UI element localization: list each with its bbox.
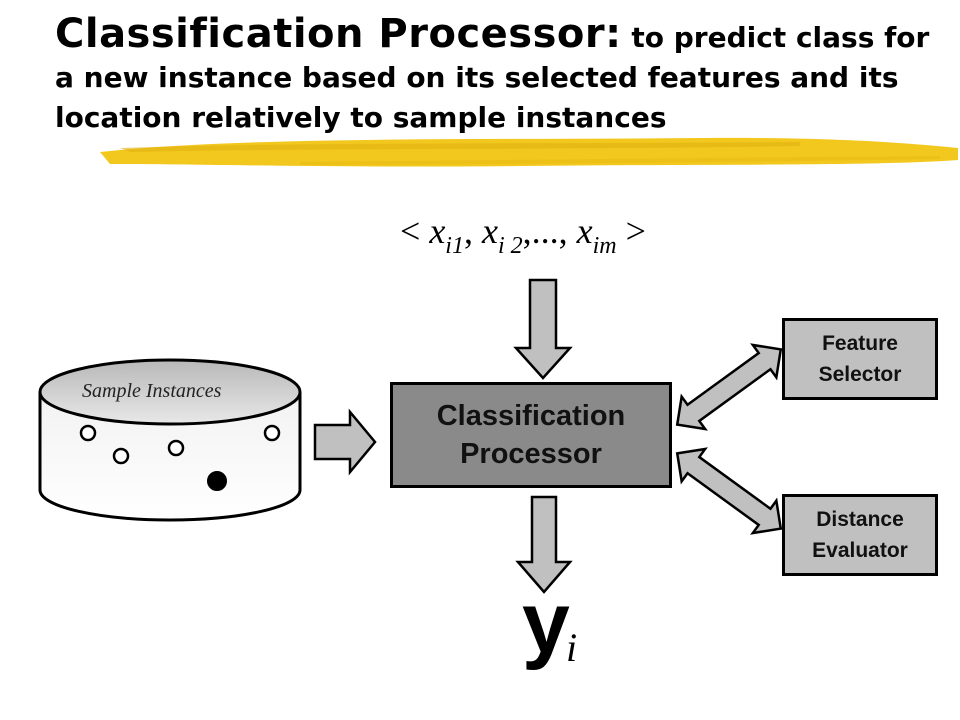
arrow-database-to-processor — [313, 408, 377, 476]
vector-xm-subscript: im — [592, 233, 617, 259]
title-main: Classification Processor: — [55, 11, 622, 57]
feature-selector-line1: Feature — [822, 332, 898, 355]
double-arrow-distance-evaluator — [675, 447, 783, 535]
sample-point — [112, 447, 130, 465]
vector-x2-subscript: i 2 — [497, 233, 523, 259]
vector-xm: x — [576, 211, 593, 251]
vector-x2: x — [481, 211, 498, 251]
feature-selector-box: Feature Selector — [782, 318, 938, 400]
sample-point — [167, 439, 185, 457]
output-class-subscript: i — [566, 625, 578, 670]
distance-evaluator-line2: Evaluator — [812, 539, 908, 562]
vector-comma: , — [463, 211, 482, 251]
vector-x1-subscript: i1 — [445, 233, 464, 259]
feature-selector-line2: Selector — [818, 363, 902, 386]
distance-evaluator-line1: Distance — [816, 508, 904, 531]
vector-x1: x — [429, 211, 446, 251]
arrow-input-to-processor — [513, 278, 573, 380]
sample-instances-database — [38, 358, 302, 522]
database-label: Sample Instances — [82, 380, 222, 402]
distance-evaluator-box: Distance Evaluator — [782, 494, 938, 576]
title-rest: to predict class for a new instance base… — [55, 21, 930, 134]
vector-open-bracket: < — [400, 211, 421, 251]
arrow-processor-to-output — [515, 495, 573, 594]
slide-title: Classification Processor: to predict cla… — [55, 14, 950, 138]
vector-close-bracket: > — [625, 211, 646, 251]
double-arrow-feature-selector — [675, 343, 783, 431]
highlight-stroke — [100, 137, 958, 167]
sample-point — [79, 424, 97, 442]
processor-label-line1: Classification — [436, 400, 626, 432]
input-feature-vector: < xi1, xi 2,..., xim > — [400, 210, 700, 274]
vector-ellipsis: ,..., — [522, 211, 577, 251]
sample-point — [263, 424, 281, 442]
new-instance-point — [207, 471, 227, 491]
output-class-symbol: y — [522, 575, 570, 671]
classification-processor-box: Classification Processor — [390, 382, 672, 488]
processor-label-line2: Processor — [460, 438, 602, 470]
